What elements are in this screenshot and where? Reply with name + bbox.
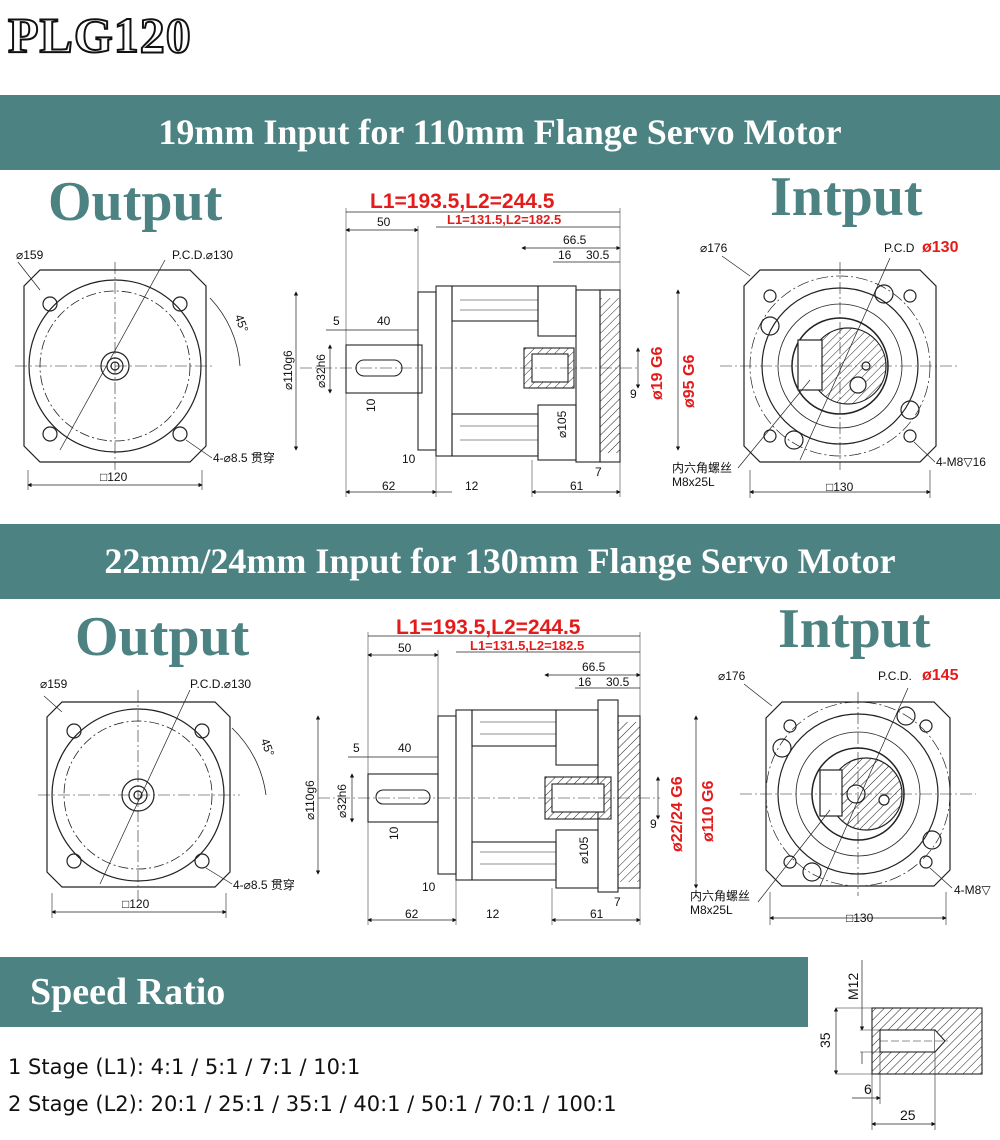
side1-d110: ⌀110g6 xyxy=(281,350,295,390)
side2-d16: 16 xyxy=(578,675,592,689)
side1-d62: 62 xyxy=(382,479,396,493)
side1-d16: 16 xyxy=(558,248,572,262)
out2-holes: 4-⌀8.5 贯穿 xyxy=(233,877,295,892)
side-view-2 xyxy=(315,632,699,925)
in2-thread: 4-M8▽ xyxy=(954,883,991,897)
shaft-end-detail xyxy=(833,960,983,1130)
side1-spigot: ø95 G6 xyxy=(681,355,698,408)
side2-d305: 30.5 xyxy=(606,675,630,689)
side2-d10b: 10 xyxy=(422,880,436,894)
output-label-2: Output xyxy=(75,606,250,668)
side1-lengths-red: L1=193.5,L2=244.5 xyxy=(370,190,555,213)
in1-pcd-prefix: P.C.D xyxy=(884,241,915,255)
output-label-1: Output xyxy=(48,171,223,233)
input-back-view-1 xyxy=(720,255,960,498)
side2-d32: ⌀32h6 xyxy=(335,784,349,818)
detail-35: 35 xyxy=(817,1032,833,1048)
side1-d12: 12 xyxy=(465,479,479,493)
detail-m12: M12 xyxy=(845,973,861,1000)
product-title: PLG120 xyxy=(7,6,192,64)
input-label-2: Intput xyxy=(778,598,931,660)
in1-pcd-value: ø130 xyxy=(922,239,959,256)
section-2-banner: 22mm/24mm Input for 130mm Flange Servo M… xyxy=(0,524,1000,599)
side2-d665: 66.5 xyxy=(582,660,606,674)
input-back-view-2 xyxy=(740,683,976,925)
out2-pcd: P.C.D.⌀130 xyxy=(190,677,251,691)
side2-d62: 62 xyxy=(405,907,419,921)
side1-d305: 30.5 xyxy=(586,248,610,262)
side2-lengths-red-small: L1=131.5,L2=182.5 xyxy=(470,638,584,653)
side2-d40: 40 xyxy=(398,741,412,755)
out2-square: □120 xyxy=(122,897,150,911)
out1-angle: 45° xyxy=(232,312,251,334)
out1-dia: ⌀159 xyxy=(16,248,44,262)
side2-d105: ⌀105 xyxy=(577,836,591,864)
side2-bore: ø22/24 G6 xyxy=(669,776,686,852)
in2-screw2: M8x25L xyxy=(690,903,733,917)
side2-d61: 61 xyxy=(590,907,604,921)
side2-d5: 5 xyxy=(353,741,360,755)
side2-d9: 9 xyxy=(650,817,657,831)
side1-lengths-red-small: L1=131.5,L2=182.5 xyxy=(447,212,561,227)
side1-d665: 66.5 xyxy=(563,233,587,247)
detail-6: 6 xyxy=(864,1081,872,1097)
side2-d7: 7 xyxy=(614,895,621,909)
section-1-banner: 19mm Input for 110mm Flange Servo Motor xyxy=(0,95,1000,170)
in1-square: □130 xyxy=(826,480,854,494)
side1-d10b: 10 xyxy=(402,452,416,466)
side1-d9: 9 xyxy=(630,387,637,401)
side1-d40: 40 xyxy=(377,314,391,328)
out1-square: □120 xyxy=(100,470,128,484)
stage1-ratios: 1 Stage (L1): 4:1 / 5:1 / 7:1 / 10:1 xyxy=(8,1055,361,1079)
side2-d10: 10 xyxy=(387,826,401,840)
side1-d61: 61 xyxy=(570,479,584,493)
out1-pcd: P.C.D.⌀130 xyxy=(172,248,233,262)
side1-d7: 7 xyxy=(595,465,602,479)
out2-angle: 45° xyxy=(258,736,277,758)
in2-screw1: 内六角螺丝 xyxy=(690,889,750,903)
out2-dia: ⌀159 xyxy=(40,677,68,691)
side2-spigot: ø110 G6 xyxy=(700,781,717,842)
side2-lengths-red: L1=193.5,L2=244.5 xyxy=(396,616,581,639)
in1-screw1: 内六角螺丝 xyxy=(672,461,732,475)
side1-d5: 5 xyxy=(333,314,340,328)
in2-square: □130 xyxy=(846,911,874,925)
stage2-ratios: 2 Stage (L2): 20:1 / 25:1 / 35:1 / 40:1 … xyxy=(8,1092,617,1116)
side1-bore: ø19 G6 xyxy=(649,347,666,400)
in1-thread: 4-M8▽16 xyxy=(936,455,986,469)
in2-pcd-value: ø145 xyxy=(922,667,959,684)
in2-dia: ⌀176 xyxy=(718,669,746,683)
out1-holes: 4-⌀8.5 贯穿 xyxy=(213,450,275,465)
output-front-view-2 xyxy=(38,689,267,918)
side2-d50: 50 xyxy=(398,641,412,655)
in1-screw2: M8x25L xyxy=(672,475,715,489)
side-view-1 xyxy=(293,208,681,497)
side1-d10: 10 xyxy=(364,398,378,412)
in2-pcd-prefix: P.C.D. xyxy=(878,669,912,683)
side2-d110: ⌀110g6 xyxy=(303,780,317,820)
side1-d105: ⌀105 xyxy=(555,410,569,438)
side1-d50: 50 xyxy=(377,215,391,229)
detail-25: 25 xyxy=(900,1107,916,1123)
output-front-view-1 xyxy=(15,259,241,490)
side1-d32: ⌀32h6 xyxy=(314,354,328,388)
input-label-1: Intput xyxy=(770,166,923,228)
speed-ratio-banner: Speed Ratio xyxy=(0,957,808,1027)
side2-d12: 12 xyxy=(486,907,500,921)
in1-dia: ⌀176 xyxy=(700,241,728,255)
